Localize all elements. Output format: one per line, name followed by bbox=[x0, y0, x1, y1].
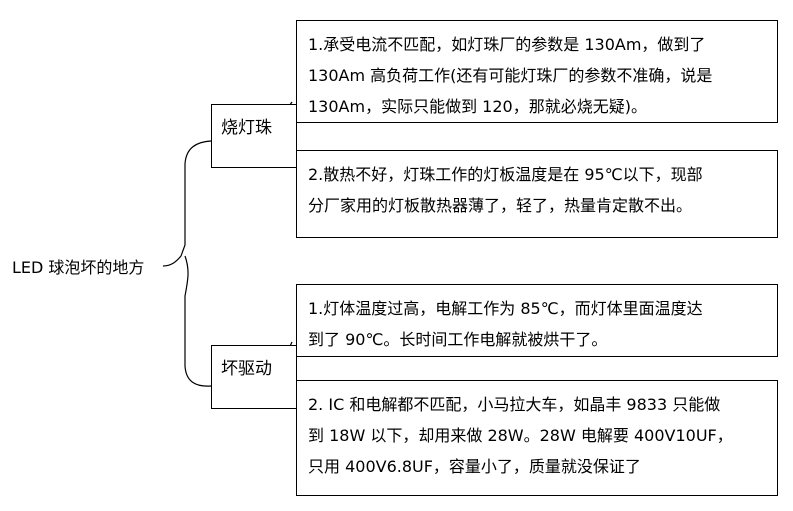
leaf-box-poor-heat-dissipation: 2.散热不好，灯珠工作的灯板温度是在 95℃以下，现部 分厂家用的灯板散热器薄了… bbox=[296, 150, 778, 238]
branch-box-burnt-led-chips bbox=[211, 104, 297, 168]
leaf-box-current-mismatch: 1.承受电流不匹配，如灯珠厂的参数是 130Am，做到了 130Am 高负荷工作… bbox=[296, 20, 778, 123]
branch-box-broken-driver bbox=[211, 345, 297, 409]
leaf-box-ic-capacitor-mismatch: 2. IC 和电解都不匹配，小马拉大车，如晶丰 9833 只能做 到 18W 以… bbox=[296, 380, 778, 496]
root-topic: LED 球泡坏的地方 bbox=[12, 258, 145, 277]
branch-topic-burnt-led-chips: 烧灯珠 bbox=[221, 118, 272, 138]
root-to-branch-connector bbox=[162, 140, 212, 267]
branch-topic-broken-driver: 坏驱动 bbox=[221, 359, 272, 379]
leaf-box-overheated-capacitor: 1.灯体温度过高，电解工作为 85℃，而灯体里面温度达 到了 90℃。长时间工作… bbox=[296, 284, 778, 357]
root-to-branch-connector bbox=[184, 255, 212, 387]
